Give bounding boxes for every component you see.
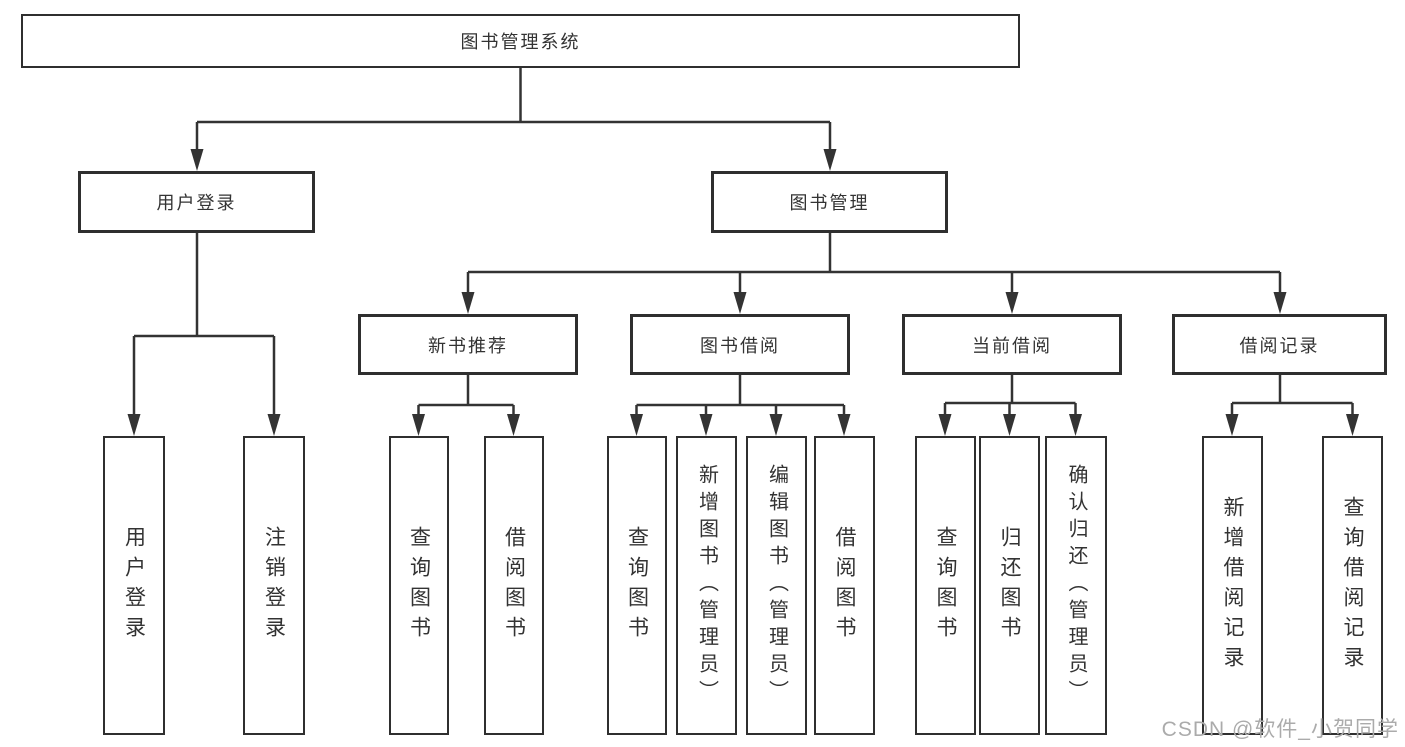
leaf-confirm-return-admin: 确认归还（管理员）	[1045, 436, 1107, 735]
leaf-query-books-current: 查询图书	[915, 436, 976, 735]
leaf-user-login: 用户登录	[103, 436, 165, 735]
node-label: 图书管理	[789, 193, 870, 213]
node-label: 用户登录	[122, 525, 146, 646]
node-label: 图书管理系统	[460, 32, 581, 52]
node-new-book-recommend: 新书推荐	[358, 314, 578, 375]
leaf-borrow-books-recommend: 借阅图书	[484, 436, 544, 735]
node-label: 新增借阅记录	[1221, 495, 1244, 676]
node-library-system: 图书管理系统	[21, 14, 1020, 68]
node-book-borrow: 图书借阅	[630, 314, 850, 375]
node-label: 查询图书	[625, 525, 649, 646]
node-label: 借阅图书	[833, 525, 856, 646]
leaf-return-books: 归还图书	[979, 436, 1040, 735]
node-label: 查询图书	[407, 525, 431, 646]
leaf-edit-books-admin: 编辑图书（管理员）	[746, 436, 807, 735]
leaf-query-books-borrow: 查询图书	[607, 436, 667, 735]
node-label: 查询借阅记录	[1341, 495, 1364, 676]
node-label: 新增图书（管理员）	[695, 464, 718, 707]
leaf-borrow-books: 借阅图书	[814, 436, 875, 735]
leaf-query-borrow-record: 查询借阅记录	[1322, 436, 1383, 735]
node-label: 编辑图书（管理员）	[765, 464, 788, 707]
node-label: 当前借阅	[972, 335, 1052, 356]
leaf-add-borrow-record: 新增借阅记录	[1202, 436, 1263, 735]
node-current-borrow: 当前借阅	[902, 314, 1122, 375]
node-label: 注销登录	[262, 525, 286, 646]
node-label: 归还图书	[998, 525, 1021, 646]
node-borrow-records: 借阅记录	[1172, 314, 1387, 375]
node-book-management-module: 图书管理	[711, 171, 948, 233]
leaf-logout: 注销登录	[243, 436, 305, 735]
leaf-query-books-recommend: 查询图书	[389, 436, 449, 735]
node-user-login-module: 用户登录	[78, 171, 315, 233]
node-label: 用户登录	[156, 193, 237, 213]
node-label: 新书推荐	[428, 335, 508, 356]
csdn-watermark: CSDN @软件_小贺同学	[1161, 718, 1399, 741]
node-label: 借阅记录	[1239, 335, 1320, 356]
leaf-add-books-admin: 新增图书（管理员）	[676, 436, 737, 735]
node-label: 图书借阅	[700, 335, 780, 356]
node-label: 借阅图书	[502, 525, 526, 646]
node-label: 查询图书	[934, 525, 957, 646]
node-label: 确认归还（管理员）	[1065, 464, 1087, 707]
